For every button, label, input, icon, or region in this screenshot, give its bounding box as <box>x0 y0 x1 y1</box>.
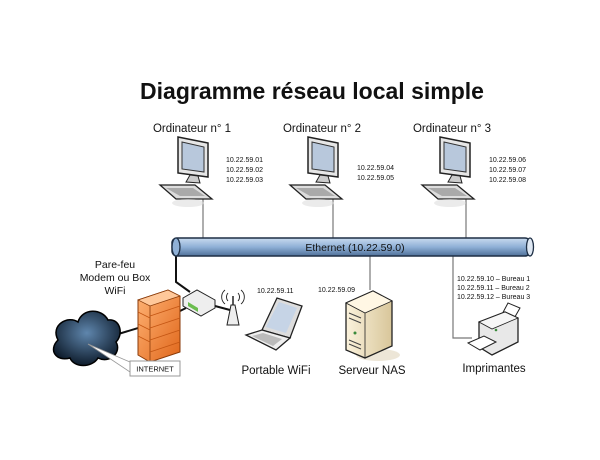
laptop-label: Portable WiFi <box>241 365 310 377</box>
svg-text:10.22.59.10 – Bureau 110.22.59: 10.22.59.10 – Bureau 1 10.22.59.11 – Bure… <box>457 276 530 301</box>
ip-address: 10.22.59.04 <box>357 165 394 172</box>
ip-address: 10.22.59.05 <box>357 175 394 182</box>
printer-label: Imprimantes <box>462 363 526 375</box>
server-label: Serveur NAS <box>338 365 405 377</box>
internet-label: INTERNET <box>136 365 174 374</box>
ip-address: 10.22.59.11 <box>257 288 294 295</box>
printer-ip: 10.22.59.11 – Bureau 2 <box>457 285 530 292</box>
ip-address: 10.22.59.06 <box>489 157 526 164</box>
computer-label: Ordinateur n° 2 <box>283 123 361 135</box>
computer-2: Ordinateur n° 2 10.22.59.04 10.22.59.05 <box>283 123 394 208</box>
computer-icon <box>159 136 213 208</box>
ethernet-bus: Ethernet (10.22.59.0) <box>171 237 535 257</box>
computer-label: Ordinateur n° 3 <box>413 123 491 135</box>
wifi-router <box>182 289 216 317</box>
computer-icon <box>289 136 343 208</box>
ip-address: 10.22.59.03 <box>226 177 263 184</box>
printer-ip: 10.22.59.12 – Bureau 3 <box>457 294 530 301</box>
printer-ip: 10.22.59.10 – Bureau 1 <box>457 276 530 283</box>
nas-server: 10.22.59.09 Serveur NAS <box>318 287 406 377</box>
internet-cloud: INTERNET <box>52 310 181 377</box>
ip-address: 10.22.59.02 <box>226 167 263 174</box>
firewall-label: Pare-feu <box>95 259 135 271</box>
ethernet-label: Ethernet (10.22.59.0) <box>305 242 404 254</box>
computer-label: Ordinateur n° 1 <box>153 123 231 135</box>
internet-callout <box>129 360 181 377</box>
computer-icon <box>421 136 475 208</box>
firewall-label: Modem ou Box <box>80 272 151 284</box>
connection-lines <box>202 198 472 339</box>
diagram-title: Diagramme réseau local simple <box>140 78 484 104</box>
ip-address: 10.22.59.08 <box>489 177 526 184</box>
printer: 10.22.59.10 – Bureau 1 10.22.59.11 – Bure… <box>457 276 530 375</box>
ip-address: 10.22.59.09 <box>318 287 355 294</box>
ip-address: 10.22.59.01 <box>226 157 263 164</box>
wifi-antenna-icon <box>221 289 245 326</box>
firewall-label: WiFi <box>105 285 126 297</box>
ip-address: 10.22.59.07 <box>489 167 526 174</box>
laptop: 10.22.59.11 Portable WiFi <box>241 288 310 377</box>
